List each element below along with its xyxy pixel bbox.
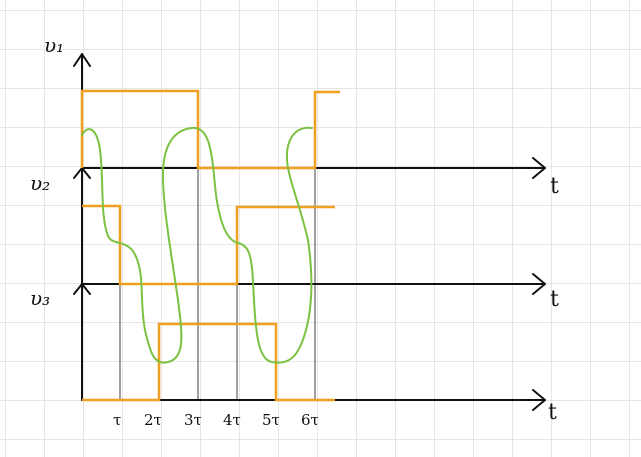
v1-y-arrow [73, 53, 91, 67]
v2-x-arrow [532, 273, 546, 295]
v2-t-label: t [550, 287, 559, 312]
v3-pulse [82, 322, 335, 402]
sine-waves [81, 126, 313, 364]
v3-y-arrow [73, 283, 91, 295]
pulse-waves [80, 89, 340, 402]
v1-t-label: t [550, 174, 559, 199]
v1-axis-label: υ₁ [44, 33, 64, 57]
tick-label-4tau: 4τ [223, 411, 241, 429]
axes [73, 53, 546, 411]
tick-label-6tau: 6τ [301, 411, 319, 429]
tick-label-2tau: 2τ [144, 411, 162, 429]
tick-label-3tau: 3τ [184, 411, 202, 429]
v2-axis-label: υ₂ [30, 171, 50, 195]
v2-pulse [82, 204, 335, 286]
v3-x-arrow [532, 389, 546, 411]
v3-t-label: t [548, 400, 557, 425]
v1-pulse [80, 89, 340, 170]
tick-label-5tau: 5τ [262, 411, 280, 429]
tick-label-tau: τ [113, 411, 121, 429]
v3-axis-label: υ₃ [30, 286, 50, 310]
sine-curve-left [81, 126, 313, 364]
v1-x-arrow [532, 157, 546, 179]
